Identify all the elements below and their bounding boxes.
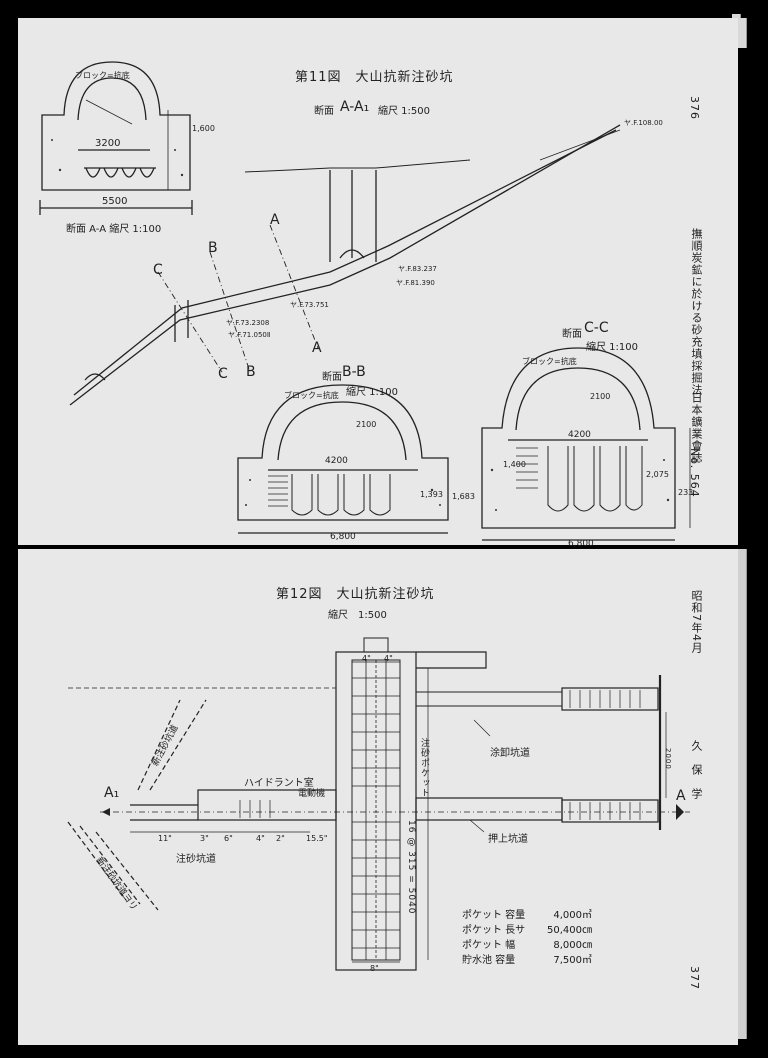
arch-label-cc: ブロック=抗底	[522, 357, 577, 366]
spec-value: 50,400㎝	[547, 925, 592, 936]
publication-date: 昭和7年4月	[690, 590, 703, 654]
journal-name: 日本鑛業會誌	[690, 392, 703, 464]
dim-1683: 1,683	[452, 492, 475, 501]
label-sand-pocket: 注砂ポケット	[419, 738, 429, 798]
spec-label: 貯水池 容量	[462, 955, 516, 966]
section-mark-a-top: A	[270, 212, 280, 228]
page-edge	[740, 18, 747, 48]
dim-bottom-4: 4"	[256, 834, 265, 843]
spec-row: 貯水池 容量 7,500㎥	[462, 953, 592, 968]
marker-a: A	[676, 788, 686, 804]
dim-top-2: 4"	[384, 654, 393, 663]
dim-1400: 1,400	[503, 460, 526, 469]
label-motor: 電動機	[298, 789, 326, 799]
figure-12-title: 第12図 大山抗新注砂坑	[276, 587, 435, 602]
journal-issue: No. 564	[688, 448, 701, 498]
main-section-id: A-A₁	[340, 99, 370, 115]
dim-4200-c: 4200	[568, 430, 591, 440]
section-mark-c-top: C	[153, 262, 163, 278]
section-cc-scale: 縮尺 1:100	[586, 342, 638, 353]
spec-label: ポケット 幅	[462, 940, 516, 951]
dim-1600: 1,600	[192, 124, 215, 133]
section-mark-b-bottom: B	[246, 364, 256, 380]
spec-value: 4,000㎥	[553, 910, 592, 921]
elevation-1: ヤ.F.73.2308	[226, 319, 270, 327]
dim-bottom-5: 2"	[276, 834, 285, 843]
dim-top-1: 4"	[362, 654, 371, 663]
dim-2000: 2000	[664, 748, 672, 770]
spec-label: ポケット 長サ	[462, 925, 526, 936]
spec-value: 8,000㎝	[553, 940, 592, 951]
spec-row: ポケット 容量 4,000㎥	[462, 908, 592, 923]
page-number-377: 377	[688, 966, 701, 990]
dim-233: 233	[678, 488, 694, 497]
spec-row: ポケット 長サ 50,400㎝	[462, 923, 592, 938]
section-aa-caption: 断面 A-A 縮尺 1:100	[66, 224, 162, 235]
label-discharge-tunnel: 涂卸坑道	[490, 748, 530, 759]
dim-5500: 5500	[102, 196, 128, 207]
spec-label: ポケット 容量	[462, 910, 526, 921]
dim-2075: 2,075	[646, 470, 669, 479]
elevation-2: ヤ.F.71.050Ⅱ	[228, 331, 271, 339]
dim-2100-b: 2100	[356, 420, 377, 429]
elevation-4: ヤ.F.81.390	[396, 279, 435, 287]
author-name: 久 保 学	[690, 740, 703, 800]
section-mark-b-top: B	[208, 240, 218, 256]
dim-2100-c: 2100	[590, 392, 611, 401]
main-section-label: 断面	[314, 106, 334, 117]
page-edge	[738, 549, 747, 1039]
marker-a1: A₁	[104, 785, 120, 801]
section-mark-a-bottom: A	[312, 340, 322, 356]
figure-12-scale: 縮尺 1:500	[328, 610, 387, 621]
dim-6800-b: 6,800	[330, 532, 356, 542]
section-cc-label: 断面	[562, 329, 582, 340]
journal-article-title: 撫順炭鉱に於ける砂充填採掘法	[690, 228, 703, 396]
section-bb-scale: 縮尺 1:100	[346, 387, 398, 398]
dim-8: 8"	[370, 964, 379, 973]
label-pocket-dimension: 16 @ 315 = 5040	[406, 820, 416, 915]
section-bb-id: B-B	[342, 364, 366, 380]
label-sand-tunnel: 注砂坑道	[176, 854, 216, 865]
spec-row: ポケット 幅 8,000㎝	[462, 938, 592, 953]
label-push-tunnel: 押上坑道	[488, 834, 528, 845]
dim-bottom-3: 6"	[224, 834, 233, 843]
arch-label-bb: ブロック=抗底	[284, 391, 339, 400]
dim-bottom-6: 15.5"	[306, 834, 328, 843]
elevation-6: ヤ.F.108.00	[624, 119, 663, 127]
section-bb-label: 断面	[322, 372, 342, 383]
elevation-5: ヤ.F.83.237	[398, 265, 437, 273]
dim-3200: 3200	[95, 138, 121, 149]
section-mark-c-bottom: C	[218, 366, 228, 382]
dim-1393: 1,393	[420, 490, 443, 499]
dim-bottom-2: 3"	[200, 834, 209, 843]
label-hydrant-room: ハイドラント室	[244, 778, 314, 789]
spec-value: 7,500㎥	[553, 955, 592, 966]
dim-6800-c: 6,800	[568, 539, 594, 549]
figure-11-title: 第11図 大山抗新注砂坑	[295, 70, 454, 85]
top-page	[18, 18, 738, 545]
dim-4200-b: 4200	[325, 456, 348, 466]
section-cc-id: C-C	[584, 320, 609, 336]
dim-bottom-1: 11"	[158, 834, 172, 843]
main-scale: 縮尺 1:500	[378, 106, 430, 117]
elevation-3: ヤ.F.73.751	[290, 301, 329, 309]
arch-label-aa: ブロック=抗底	[75, 71, 130, 80]
page-number-376: 376	[688, 96, 701, 120]
specification-table: ポケット 容量 4,000㎥ ポケット 長サ 50,400㎝ ポケット 幅 8,…	[462, 908, 592, 968]
